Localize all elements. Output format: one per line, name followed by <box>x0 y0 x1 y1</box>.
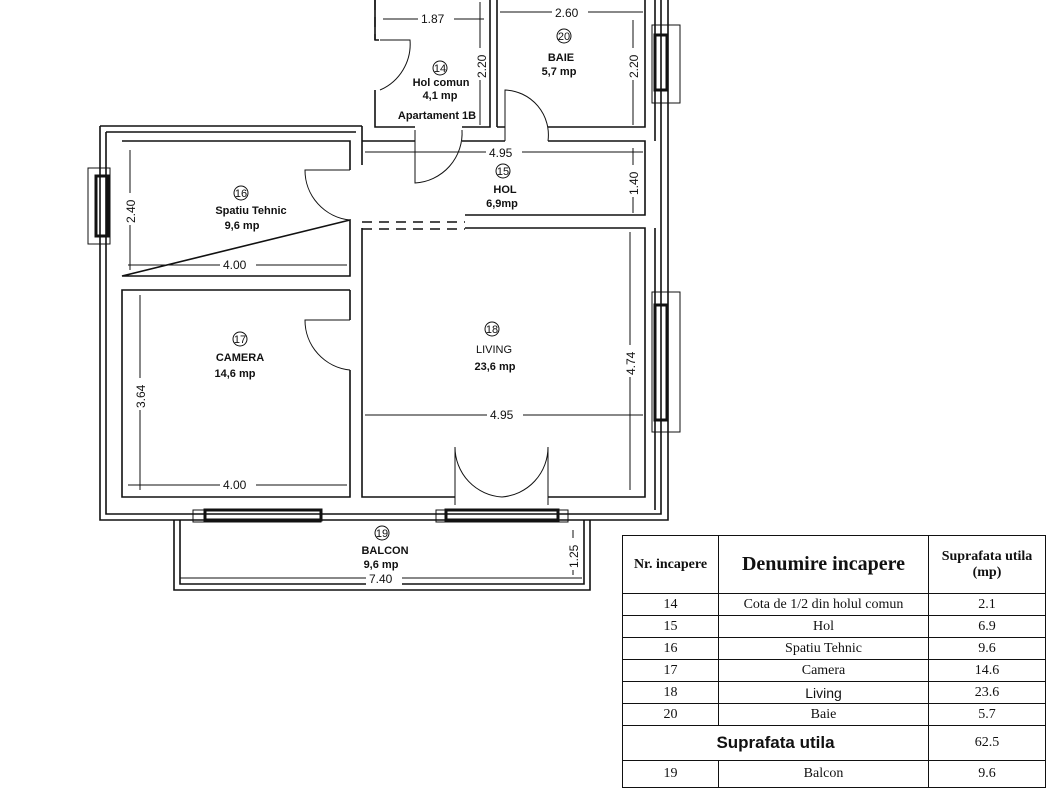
svg-text:2.20: 2.20 <box>475 54 489 78</box>
room-living: 18 LIVING 23,6 mp <box>475 321 516 373</box>
door-balcon <box>454 446 549 505</box>
hol-opening <box>362 221 465 230</box>
svg-text:18: 18 <box>486 324 498 336</box>
door-hol-comun <box>379 39 411 91</box>
cell-name: Hol <box>718 615 929 638</box>
cell-area: 2.1 <box>928 593 1046 616</box>
table-header: Nr. incapere Denumire incapere Suprafata… <box>622 535 1046 594</box>
cell-area: 14.6 <box>928 659 1046 682</box>
svg-text:4.00: 4.00 <box>223 258 247 272</box>
svg-text:9,6 mp: 9,6 mp <box>364 559 399 571</box>
door-tehnic <box>304 169 351 221</box>
cell-area: 6.9 <box>928 615 1046 638</box>
svg-text:1.25: 1.25 <box>567 544 581 568</box>
windows <box>87 24 681 523</box>
svg-text:3.64: 3.64 <box>134 384 148 408</box>
cell-area: 5.7 <box>928 703 1046 726</box>
room-hol-comun: 14 Hol comun 4,1 mp Apartament 1B <box>398 60 476 122</box>
room-camera: 17 CAMERA 14,6 mp <box>215 331 264 380</box>
room-balcon: 19 BALCON 9,6 mp <box>361 525 409 571</box>
doors <box>304 39 549 505</box>
cell-name: Camera <box>718 659 929 682</box>
svg-text:4.00: 4.00 <box>223 478 247 492</box>
svg-text:19: 19 <box>376 528 388 540</box>
svg-text:Hol comun: Hol comun <box>413 77 470 89</box>
svg-text:4.95: 4.95 <box>489 146 513 160</box>
svg-text:20: 20 <box>558 31 570 43</box>
cell-area: 9.6 <box>928 760 1046 788</box>
cell-area: 9.6 <box>928 637 1046 660</box>
cell-nr: 15 <box>622 615 719 638</box>
svg-text:6,9mp: 6,9mp <box>486 198 518 210</box>
cell-area: 23.6 <box>928 681 1046 704</box>
cell-name: Balcon <box>718 760 929 788</box>
cell-name: Baie <box>718 703 929 726</box>
svg-text:4.95: 4.95 <box>490 408 514 422</box>
svg-text:HOL: HOL <box>493 184 517 196</box>
room-spatiu-tehnic: 16 Spatiu Tehnic 9,6 mp <box>215 185 287 232</box>
total-value: 62.5 <box>928 725 1046 761</box>
svg-text:LIVING: LIVING <box>476 344 512 356</box>
cell-name: Cota de 1/2 din holul comun <box>718 593 929 616</box>
svg-text:4.74: 4.74 <box>624 351 638 375</box>
svg-text:1.87: 1.87 <box>421 12 445 26</box>
svg-text:14,6 mp: 14,6 mp <box>215 368 256 380</box>
svg-text:23,6 mp: 23,6 mp <box>475 361 516 373</box>
door-entrance <box>414 129 463 184</box>
interior-walls <box>121 0 646 498</box>
dimension-labels: 1.87 2.20 2.60 2.20 4.95 1.40 2.40 4.00 … <box>123 5 641 586</box>
total-label: Suprafata utila <box>622 725 929 761</box>
door-baie <box>504 89 549 142</box>
cell-nr: 18 <box>622 681 719 704</box>
header-area: Suprafata utila (mp) <box>928 535 1046 594</box>
svg-text:BALCON: BALCON <box>361 545 408 557</box>
room-hol: 15 HOL 6,9mp <box>486 163 518 210</box>
svg-text:14: 14 <box>434 63 446 75</box>
cell-nr: 20 <box>622 703 719 726</box>
header-nr: Nr. incapere <box>622 535 719 594</box>
svg-text:9,6 mp: 9,6 mp <box>225 220 260 232</box>
svg-text:2.20: 2.20 <box>627 54 641 78</box>
hol-comun-opening <box>374 0 383 41</box>
svg-text:15: 15 <box>497 166 509 178</box>
cell-nr: 17 <box>622 659 719 682</box>
svg-text:5,7 mp: 5,7 mp <box>542 66 577 78</box>
area-table: Nr. incapere Denumire incapere Suprafata… <box>622 535 1046 788</box>
svg-text:BAIE: BAIE <box>548 52 574 64</box>
cell-nr: 14 <box>622 593 719 616</box>
svg-text:2.40: 2.40 <box>124 199 138 223</box>
cell-name: Spatiu Tehnic <box>718 637 929 660</box>
svg-text:16: 16 <box>235 188 247 200</box>
cell-nr: 16 <box>622 637 719 660</box>
door-camera <box>304 319 351 371</box>
room-baie: 20 BAIE 5,7 mp <box>542 28 577 78</box>
svg-text:17: 17 <box>234 334 246 346</box>
svg-text:2.60: 2.60 <box>555 6 579 20</box>
svg-text:Spatiu Tehnic: Spatiu Tehnic <box>215 205 286 217</box>
svg-text:1.40: 1.40 <box>627 171 641 195</box>
header-name: Denumire incapere <box>718 535 929 594</box>
svg-text:7.40: 7.40 <box>369 572 393 586</box>
svg-text:4,1 mp: 4,1 mp <box>423 90 458 102</box>
svg-text:Apartament 1B: Apartament 1B <box>398 110 476 122</box>
cell-nr: 19 <box>622 760 719 788</box>
cell-name: Living <box>718 681 929 704</box>
svg-text:CAMERA: CAMERA <box>216 352 264 364</box>
